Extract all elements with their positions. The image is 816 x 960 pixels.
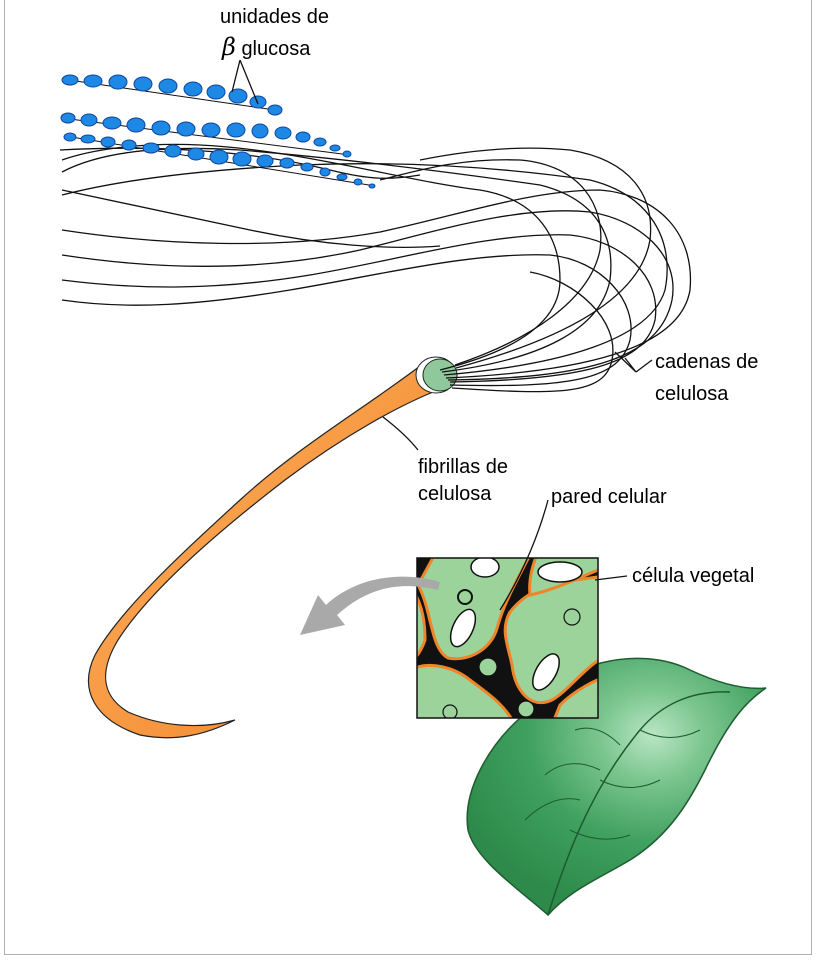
glucose-chain-2 (61, 113, 351, 157)
cellulose-fibrils-label-line1: fibrillas de (418, 456, 508, 479)
cellulose-fibrils-label-line2: celulosa (418, 483, 491, 506)
beta-symbol: β (222, 33, 236, 61)
glucose-word: glucosa (241, 38, 310, 60)
glucose-units-label-line1: unidades de (220, 6, 329, 29)
cellulose-chains (60, 144, 690, 391)
glucose-units-label-line2: β glucosa (222, 36, 310, 61)
plant-cell-label: célula vegetal (632, 565, 754, 588)
cell-wall-label: pared celular (551, 486, 667, 509)
glucose-chain-3 (64, 133, 375, 188)
cellulose-fibril (89, 357, 457, 738)
leader-lines (232, 60, 652, 610)
cellulose-chains-label-line2: celulosa (655, 383, 728, 406)
cell-wall-inset (410, 545, 610, 725)
cellulose-chains-label-line1: cadenas de (655, 351, 758, 374)
